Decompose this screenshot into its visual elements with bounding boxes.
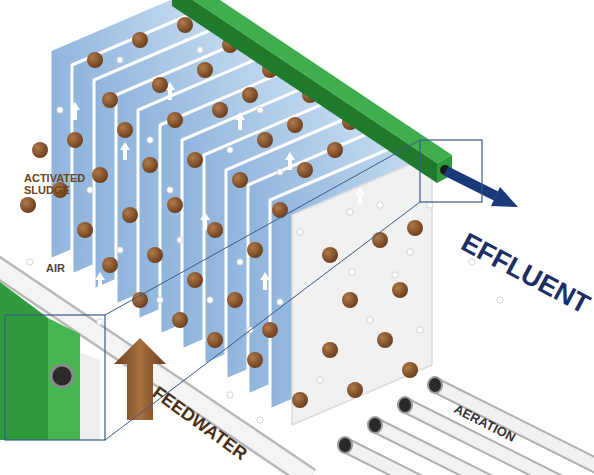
detail-inset	[0, 140, 482, 440]
sludge-label: ACTIVATED SLUDGE	[24, 172, 104, 196]
permeate-header	[172, 0, 452, 183]
membrane-panels	[50, 0, 432, 425]
sludge-flocs	[20, 17, 423, 408]
feedwater-arrow	[114, 338, 166, 420]
aeration-pipes	[338, 377, 594, 475]
effluent-label: EFFLUENT	[456, 228, 594, 320]
air-arrows	[70, 82, 365, 290]
air-label: AIR	[46, 262, 65, 274]
